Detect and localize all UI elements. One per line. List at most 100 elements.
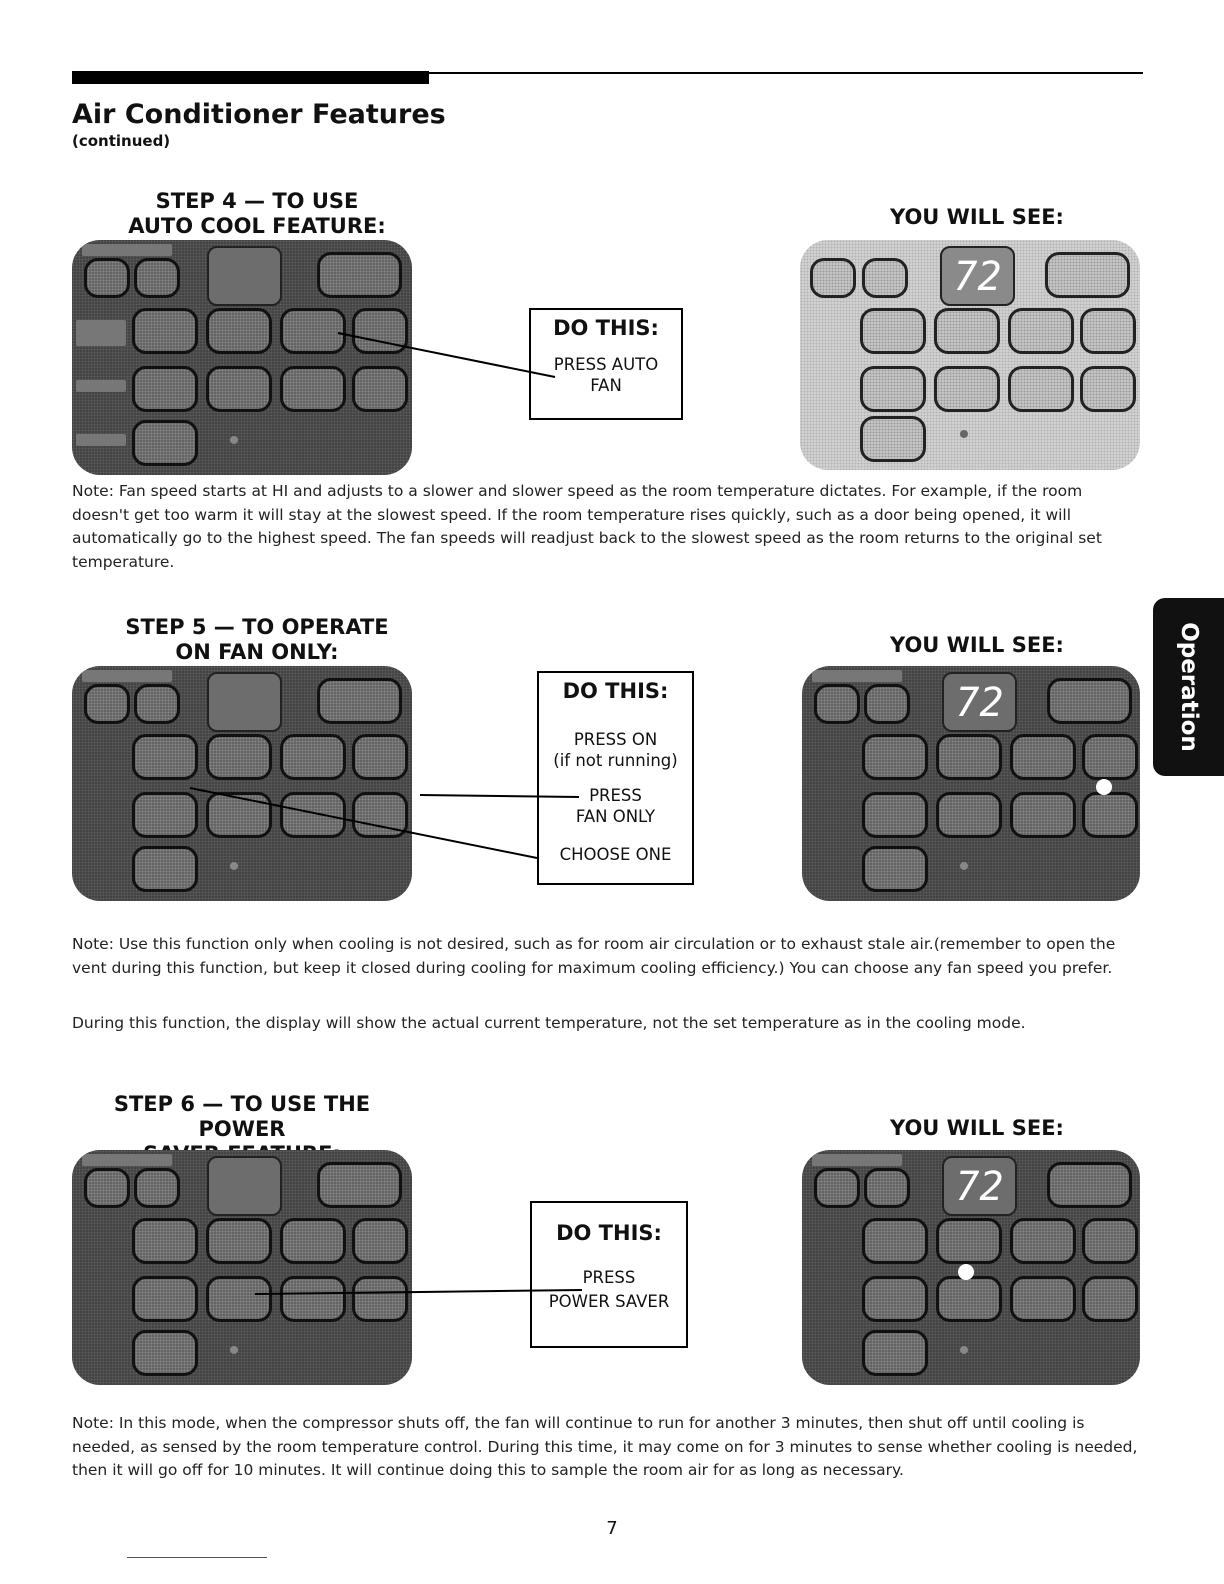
temp-up-button[interactable] bbox=[862, 258, 908, 298]
temp-up-button[interactable] bbox=[134, 258, 180, 298]
sleep-button[interactable] bbox=[1010, 1276, 1076, 1322]
fan-only-led bbox=[1096, 779, 1112, 795]
auto-fan-button[interactable] bbox=[280, 1218, 346, 1264]
fan-only-button[interactable] bbox=[206, 1218, 272, 1264]
bottom-link-underline bbox=[127, 1557, 267, 1558]
temp-down-button[interactable] bbox=[814, 1168, 860, 1208]
fan-only-button[interactable] bbox=[934, 308, 1000, 354]
timer-button[interactable] bbox=[317, 678, 402, 724]
filter-button[interactable] bbox=[1080, 366, 1136, 412]
temp-down-button[interactable] bbox=[814, 684, 860, 724]
step5-title: STEP 5 — TO OPERATE ON FAN ONLY: bbox=[72, 615, 442, 665]
indicator-light bbox=[230, 862, 238, 870]
timer-button[interactable] bbox=[1047, 1162, 1132, 1208]
temp-down-button[interactable] bbox=[84, 1168, 130, 1208]
power-button[interactable] bbox=[132, 420, 198, 466]
temp-up-button[interactable] bbox=[864, 684, 910, 724]
filter-button[interactable] bbox=[352, 1276, 408, 1322]
temp-down-button[interactable] bbox=[84, 684, 130, 724]
auto-fan-button[interactable] bbox=[1010, 734, 1076, 780]
power-saver-button[interactable] bbox=[934, 366, 1000, 412]
power-label bbox=[76, 434, 126, 446]
fan-speed-button[interactable] bbox=[862, 1218, 928, 1264]
cool-button[interactable] bbox=[352, 1218, 408, 1264]
mode-cool-button[interactable] bbox=[862, 792, 928, 838]
power-button[interactable] bbox=[862, 846, 928, 892]
fan-only-button[interactable] bbox=[206, 308, 272, 354]
timer-button[interactable] bbox=[317, 252, 402, 298]
power-saver-button[interactable] bbox=[206, 792, 272, 838]
timer-button[interactable] bbox=[317, 1162, 402, 1208]
power-button[interactable] bbox=[860, 416, 926, 462]
panel-label bbox=[812, 1154, 902, 1166]
filter-button[interactable] bbox=[352, 366, 408, 412]
fan-only-button[interactable] bbox=[936, 734, 1002, 780]
mode-cool-button[interactable] bbox=[132, 1276, 198, 1322]
power-saver-led bbox=[958, 1264, 974, 1280]
fan-speed-button[interactable] bbox=[860, 308, 926, 354]
power-saver-button[interactable] bbox=[206, 366, 272, 412]
power-saver-button[interactable] bbox=[936, 792, 1002, 838]
step5-pointer-line-choose bbox=[189, 787, 538, 859]
page-subtitle: (continued) bbox=[72, 132, 171, 150]
fan-speed-button[interactable] bbox=[132, 1218, 198, 1264]
indicator-light bbox=[960, 862, 968, 870]
indicator-light bbox=[960, 430, 968, 438]
header-rule bbox=[72, 72, 1143, 74]
cool-button[interactable] bbox=[1080, 308, 1136, 354]
cool-button[interactable] bbox=[352, 308, 408, 354]
instruction-line: PRESS AUTO bbox=[553, 355, 659, 374]
step4-result-panel: 72 bbox=[800, 240, 1140, 470]
instruction-line: FAN ONLY bbox=[575, 807, 656, 826]
instruction-line: PRESS ON bbox=[573, 730, 658, 749]
power-button[interactable] bbox=[132, 846, 198, 892]
step5-control-panel bbox=[72, 666, 412, 901]
section-tab-operation[interactable]: Operation bbox=[1153, 598, 1224, 776]
mode-cool-button[interactable] bbox=[132, 366, 198, 412]
instruction-line: PRESS bbox=[589, 786, 642, 805]
temp-down-button[interactable] bbox=[84, 258, 130, 298]
step4-do-this-box: DO THIS: PRESS AUTO FAN bbox=[529, 308, 683, 420]
filter-button[interactable] bbox=[1082, 792, 1138, 838]
mode-cool-button[interactable] bbox=[860, 366, 926, 412]
auto-fan-button[interactable] bbox=[280, 308, 346, 354]
temp-up-button[interactable] bbox=[134, 1168, 180, 1208]
temperature-display bbox=[207, 246, 282, 306]
fan-only-button[interactable] bbox=[936, 1218, 1002, 1264]
auto-fan-button[interactable] bbox=[280, 734, 346, 780]
fan-only-button[interactable] bbox=[206, 734, 272, 780]
sleep-button[interactable] bbox=[280, 366, 346, 412]
temp-up-button[interactable] bbox=[864, 1168, 910, 1208]
power-button[interactable] bbox=[132, 1330, 198, 1376]
power-saver-button[interactable] bbox=[206, 1276, 272, 1322]
filter-button[interactable] bbox=[1082, 1276, 1138, 1322]
power-saver-button[interactable] bbox=[936, 1276, 1002, 1322]
power-button[interactable] bbox=[862, 1330, 928, 1376]
step4-title-line2: AUTO COOL FEATURE: bbox=[128, 214, 386, 238]
fan-speed-button[interactable] bbox=[132, 308, 198, 354]
fan-speed-button[interactable] bbox=[862, 734, 928, 780]
mode-cool-button[interactable] bbox=[862, 1276, 928, 1322]
mode-cool-button[interactable] bbox=[132, 792, 198, 838]
temp-up-button[interactable] bbox=[134, 684, 180, 724]
instruction-line: POWER SAVER bbox=[548, 1292, 670, 1311]
sleep-button[interactable] bbox=[280, 792, 346, 838]
cool-button[interactable] bbox=[352, 734, 408, 780]
step5-result-panel: 72 bbox=[802, 666, 1140, 901]
step4-title-line1: STEP 4 — TO USE bbox=[155, 189, 359, 213]
page-title: Air Conditioner Features bbox=[72, 99, 446, 130]
temp-down-button[interactable] bbox=[810, 258, 856, 298]
cool-button[interactable] bbox=[1082, 734, 1138, 780]
fan-speed-button[interactable] bbox=[132, 734, 198, 780]
auto-fan-button[interactable] bbox=[1010, 1218, 1076, 1264]
sleep-button[interactable] bbox=[1010, 792, 1076, 838]
timer-button[interactable] bbox=[1045, 252, 1130, 298]
cool-button[interactable] bbox=[1082, 1218, 1138, 1264]
sleep-button[interactable] bbox=[280, 1276, 346, 1322]
step6-note: Note: In this mode, when the compressor … bbox=[72, 1414, 1138, 1479]
timer-button[interactable] bbox=[1047, 678, 1132, 724]
sleep-button[interactable] bbox=[1008, 366, 1074, 412]
filter-button[interactable] bbox=[352, 792, 408, 838]
do-this-heading: DO THIS: bbox=[562, 679, 669, 703]
auto-fan-button[interactable] bbox=[1008, 308, 1074, 354]
